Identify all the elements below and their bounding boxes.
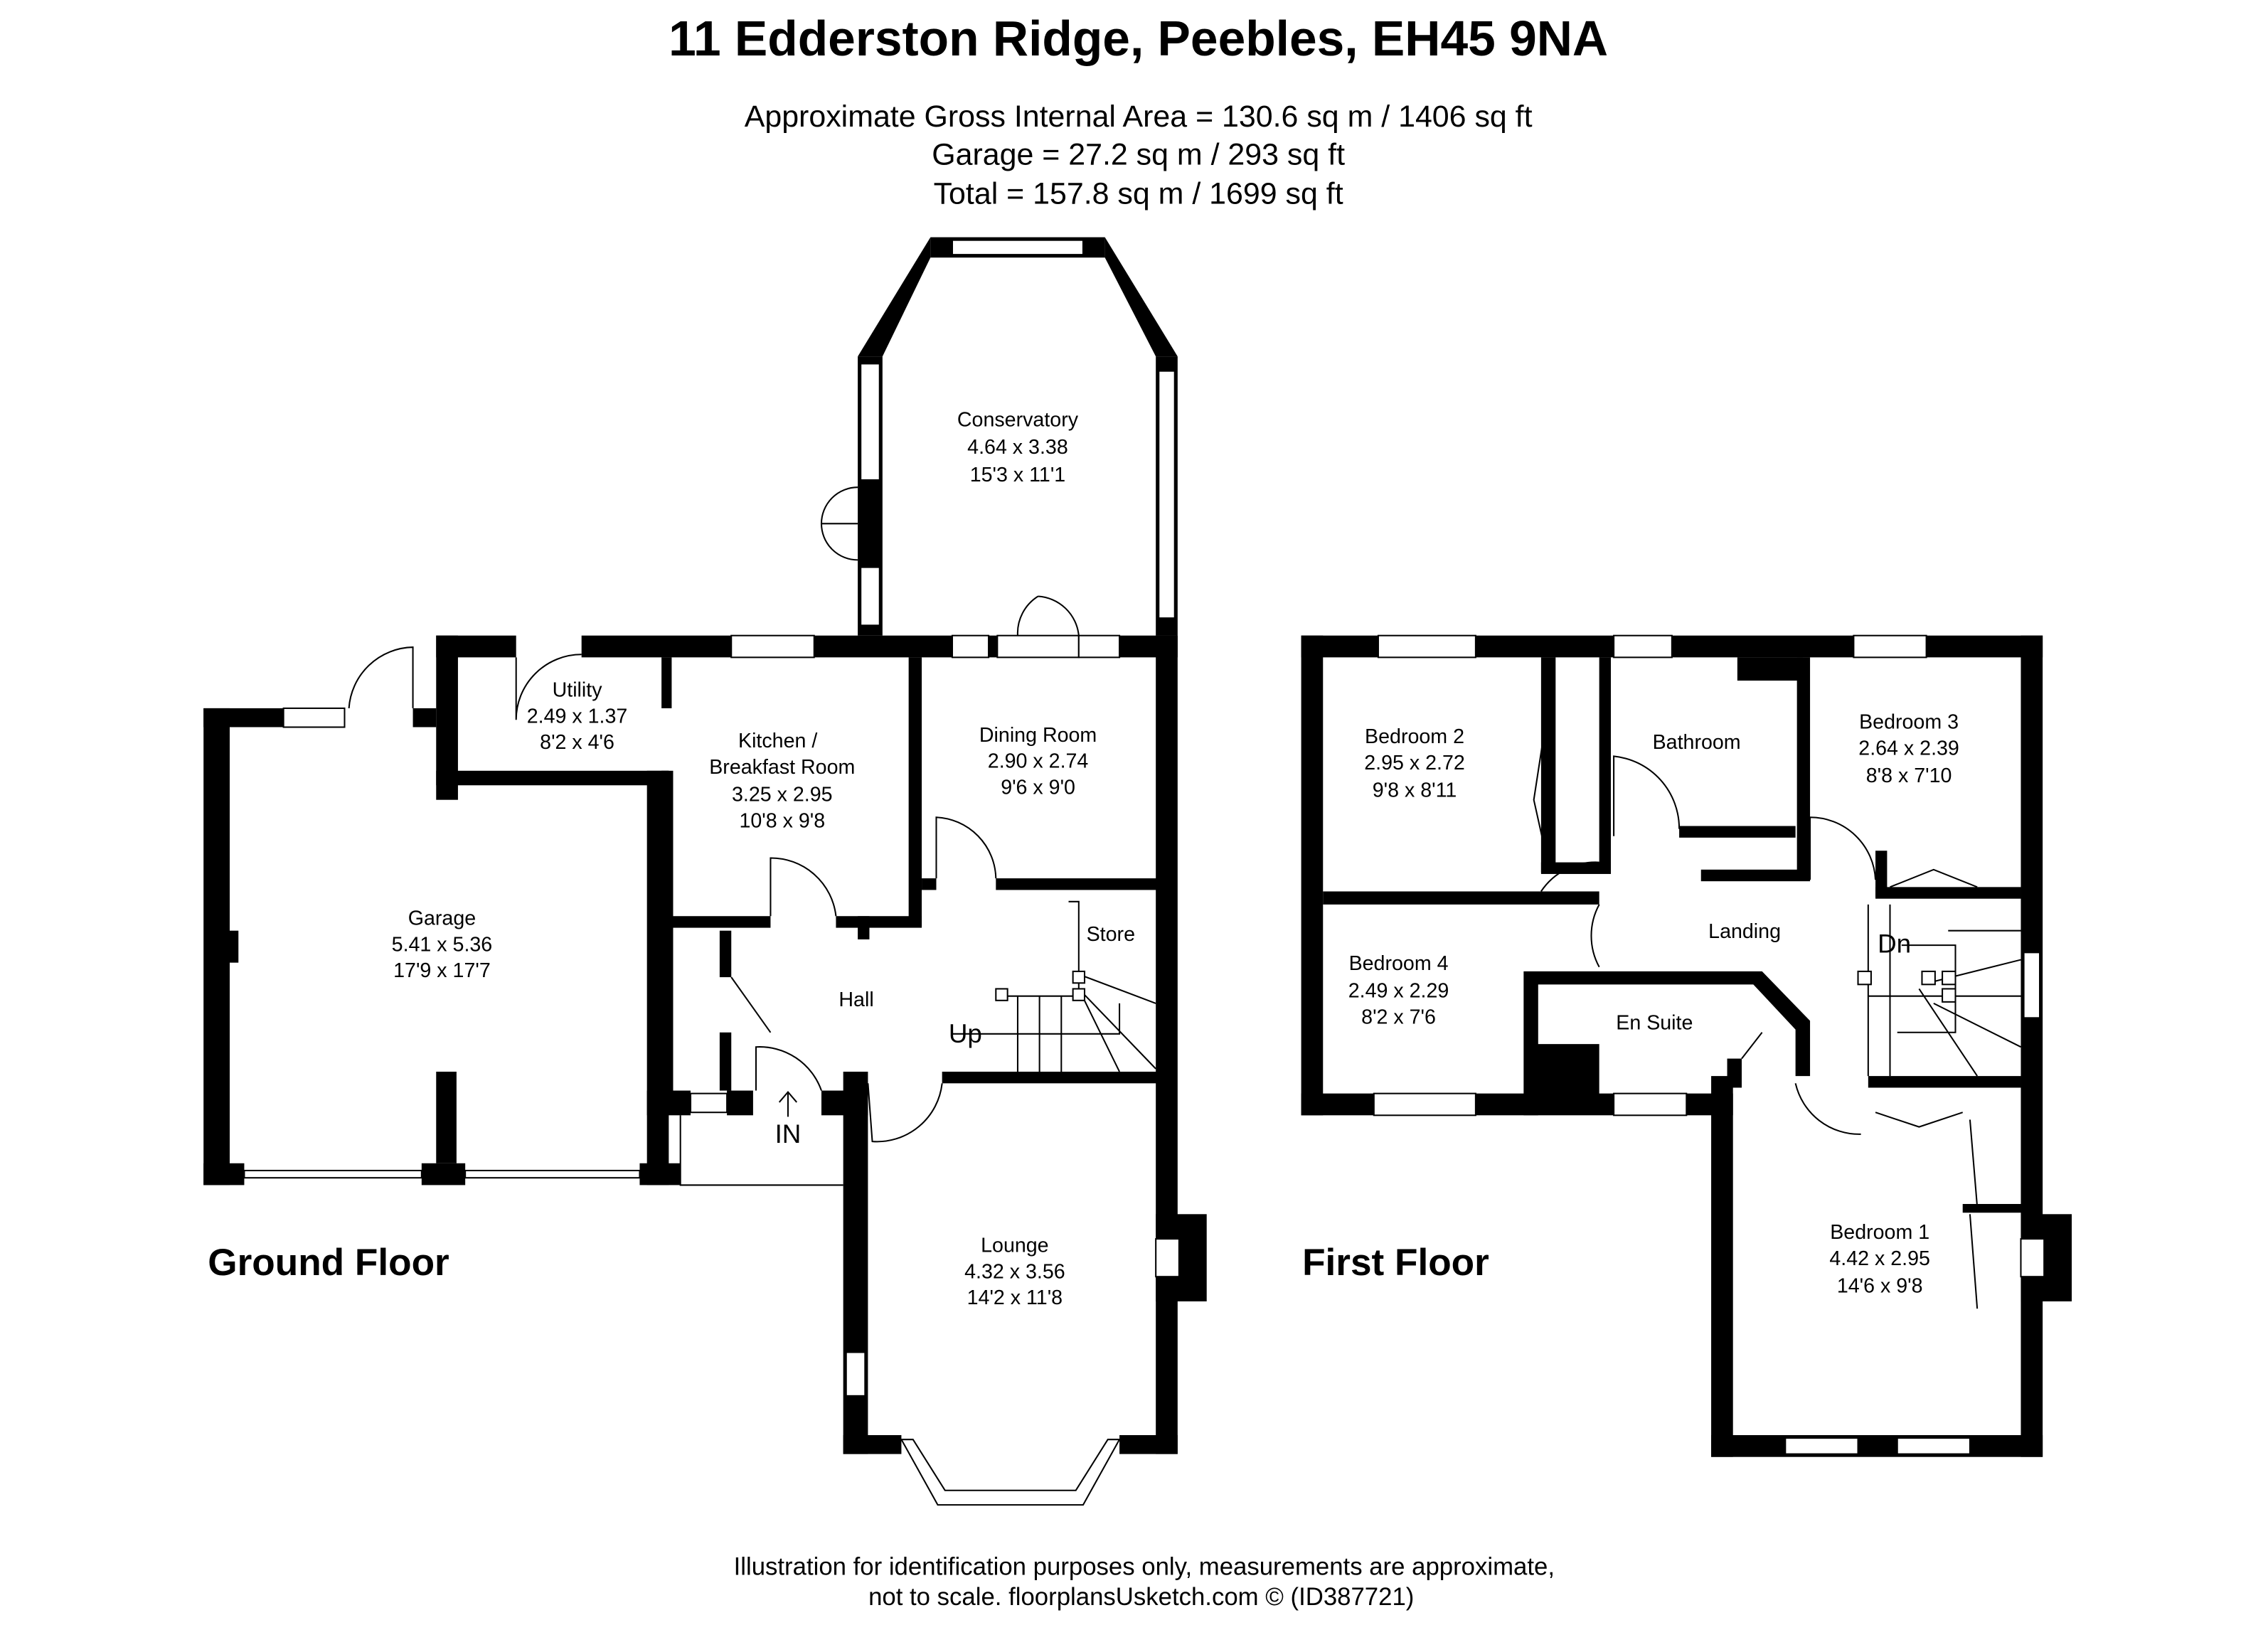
first-floor-label: First Floor xyxy=(1302,1242,1489,1284)
garage-area: Garage = 27.2 sq m / 293 sq ft xyxy=(932,137,1345,171)
room-kitchen: Kitchen / Breakfast Room 3.25 x 2.95 10'… xyxy=(709,730,855,832)
room-imperial: 10'8 x 9'8 xyxy=(739,810,825,833)
room-name: Garage xyxy=(408,907,476,930)
room-metric: 3.25 x 2.95 xyxy=(732,784,833,806)
room-imperial: 9'6 x 9'0 xyxy=(1001,777,1075,799)
first-floor-walls xyxy=(1301,634,2072,1457)
room-metric: 4.64 x 3.38 xyxy=(967,436,1068,459)
room-name: Dining Room xyxy=(979,724,1097,747)
room-hall: Hall xyxy=(838,988,873,1011)
room-metric: 2.64 x 2.39 xyxy=(1858,737,1959,760)
room-dining: Dining Room 2.90 x 2.74 9'6 x 9'0 xyxy=(979,724,1097,799)
room-name-2: Breakfast Room xyxy=(709,756,855,779)
gross-area: Approximate Gross Internal Area = 130.6 … xyxy=(745,100,1533,134)
room-utility: Utility 2.49 x 1.37 8'2 x 4'6 xyxy=(527,679,628,755)
room-name: Kitchen / xyxy=(738,730,817,752)
total-area: Total = 157.8 sq m / 1699 sq ft xyxy=(934,177,1343,211)
room-imperial: 9'8 x 8'11 xyxy=(1373,779,1457,802)
room-bedroom3: Bedroom 3 2.64 x 2.39 8'8 x 7'10 xyxy=(1858,711,1959,788)
room-name: Conservatory xyxy=(957,408,1079,431)
room-lounge: Lounge 4.32 x 3.56 14'2 x 11'8 xyxy=(964,1234,1065,1309)
room-name: Bedroom 2 xyxy=(1365,725,1464,748)
entrance-arrow-icon xyxy=(778,1091,798,1117)
entrance-label: IN xyxy=(775,1119,802,1149)
room-metric: 2.90 x 2.74 xyxy=(988,750,1089,773)
room-conservatory: Conservatory 4.64 x 3.38 15'3 x 11'1 xyxy=(957,408,1079,486)
room-bedroom2: Bedroom 2 2.95 x 2.72 9'8 x 8'11 xyxy=(1364,725,1465,802)
room-bedroom1: Bedroom 1 4.42 x 2.95 14'6 x 9'8 xyxy=(1829,1221,1930,1298)
room-imperial: 14'6 x 9'8 xyxy=(1837,1275,1923,1298)
room-metric: 2.95 x 2.72 xyxy=(1364,752,1465,774)
room-imperial: 17'9 x 17'7 xyxy=(393,959,491,982)
room-metric: 2.49 x 2.29 xyxy=(1348,980,1449,1003)
stairs-up-label: Up xyxy=(949,1019,982,1048)
ground-floor-walls xyxy=(203,237,1207,1506)
room-imperial: 15'3 x 11'1 xyxy=(970,464,1065,486)
room-garage: Garage 5.41 x 5.36 17'9 x 17'7 xyxy=(392,907,493,983)
room-imperial: 8'8 x 7'10 xyxy=(1866,764,1952,787)
room-ensuite: En Suite xyxy=(1616,1012,1693,1035)
room-metric: 4.32 x 3.56 xyxy=(964,1260,1065,1283)
room-name: Bedroom 1 xyxy=(1830,1221,1929,1244)
page-title: 11 Edderston Ridge, Peebles, EH45 9NA xyxy=(669,11,1608,66)
stairs-down-label: Dn xyxy=(1878,929,1911,958)
room-imperial: 8'2 x 4'6 xyxy=(540,731,614,754)
room-landing: Landing xyxy=(1708,920,1781,943)
disclaimer-line-1: Illustration for identification purposes… xyxy=(734,1553,1555,1580)
room-store: Store xyxy=(1087,923,1135,946)
ground-floor-label: Ground Floor xyxy=(208,1242,449,1284)
room-name: Bedroom 3 xyxy=(1859,711,1959,734)
room-imperial: 8'2 x 7'6 xyxy=(1361,1006,1436,1029)
room-metric: 5.41 x 5.36 xyxy=(392,933,493,956)
room-name: Utility xyxy=(553,679,603,702)
room-metric: 2.49 x 1.37 xyxy=(527,705,628,728)
room-name: Lounge xyxy=(981,1234,1048,1257)
room-name: Bedroom 4 xyxy=(1349,952,1449,975)
room-imperial: 14'2 x 11'8 xyxy=(967,1286,1063,1309)
room-bedroom4: Bedroom 4 2.49 x 2.29 8'2 x 7'6 xyxy=(1348,952,1449,1029)
room-bathroom: Bathroom xyxy=(1653,731,1741,754)
room-metric: 4.42 x 2.95 xyxy=(1829,1247,1930,1270)
disclaimer-line-2: not to scale. floorplansUsketch.com © (I… xyxy=(868,1584,1414,1611)
